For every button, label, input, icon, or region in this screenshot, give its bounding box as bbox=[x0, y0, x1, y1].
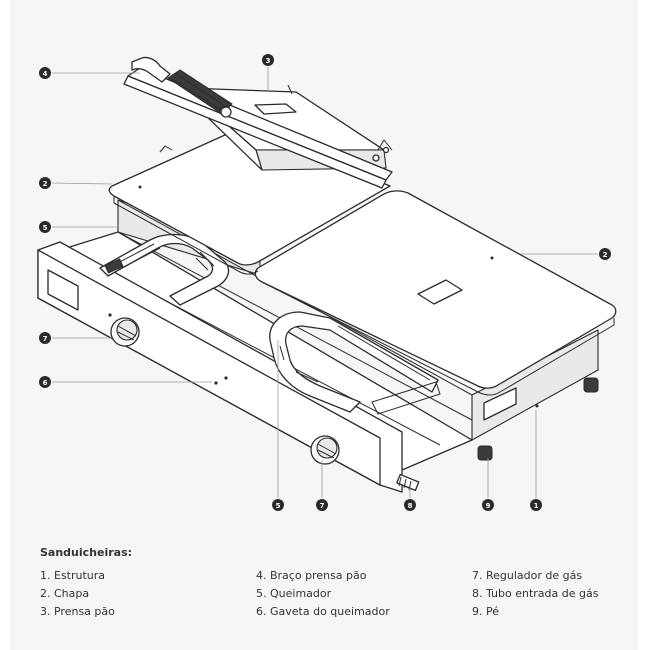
svg-text:7: 7 bbox=[320, 502, 325, 510]
legend-item-9: 9. Pé bbox=[472, 605, 500, 618]
svg-text:2: 2 bbox=[43, 180, 48, 188]
svg-text:7: 7 bbox=[43, 335, 48, 343]
gas-regulator-right bbox=[310, 435, 340, 465]
burner-right bbox=[269, 311, 441, 415]
svg-text:1: 1 bbox=[534, 502, 539, 510]
griddle-plate-right bbox=[254, 190, 617, 396]
svg-text:2: 2 bbox=[603, 251, 608, 259]
callout-6: 6 bbox=[39, 376, 51, 388]
legend-item-2: 2. Chapa bbox=[40, 587, 90, 600]
leader-lines bbox=[51, 67, 598, 498]
callout-3: 3 bbox=[262, 54, 274, 66]
callout-7-bottom: 7 bbox=[316, 499, 328, 511]
svg-text:5: 5 bbox=[43, 224, 48, 232]
gas-regulator-left bbox=[110, 317, 140, 347]
svg-text:5: 5 bbox=[276, 502, 281, 510]
parts-legend: Sanduicheiras: 1. Estrutura 4. Braço pre… bbox=[40, 546, 630, 618]
callout-8: 8 bbox=[404, 499, 416, 511]
legend-title: Sanduicheiras: bbox=[40, 546, 133, 559]
svg-text:8: 8 bbox=[408, 502, 413, 510]
callout-4: 4 bbox=[39, 67, 51, 79]
gas-inlet-tube bbox=[396, 473, 420, 492]
svg-text:9: 9 bbox=[486, 502, 491, 510]
callout-5-left: 5 bbox=[39, 221, 51, 233]
burner-drawer bbox=[37, 231, 473, 493]
callout-5-bottom: 5 bbox=[272, 499, 284, 511]
legend-item-3: 3. Prensa pão bbox=[40, 605, 115, 618]
plate-handle-slot bbox=[417, 279, 463, 305]
legend-item-7: 7. Regulador de gás bbox=[472, 569, 583, 582]
callout-9: 9 bbox=[482, 499, 494, 511]
legend-items: 1. Estrutura 4. Braço prensa pão 7. Regu… bbox=[40, 569, 630, 618]
svg-text:3: 3 bbox=[266, 57, 271, 65]
callout-2-left: 2 bbox=[39, 177, 51, 189]
callout-7-left: 7 bbox=[39, 332, 51, 344]
legend-item-4: 4. Braço prensa pão bbox=[256, 569, 367, 582]
svg-text:4: 4 bbox=[43, 70, 48, 78]
legend-item-1: 1. Estrutura bbox=[40, 569, 106, 582]
callout-2-right: 2 bbox=[599, 248, 611, 260]
legend-item-8: 8. Tubo entrada de gás bbox=[472, 587, 599, 600]
foot-front bbox=[477, 445, 493, 461]
callout-1: 1 bbox=[530, 499, 542, 511]
svg-text:6: 6 bbox=[43, 379, 48, 387]
legend-item-6: 6. Gaveta do queimador bbox=[256, 605, 390, 618]
foot-right bbox=[583, 377, 599, 393]
press-arm bbox=[123, 56, 393, 189]
legend-item-5: 5. Queimador bbox=[256, 587, 332, 600]
